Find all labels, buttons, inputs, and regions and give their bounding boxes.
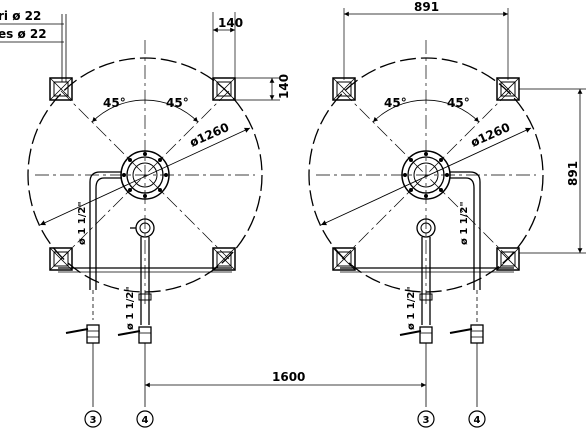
svg-text:4: 4 — [142, 415, 149, 426]
left-foot-br — [212, 247, 236, 271]
left-note-1: ri ø 22 — [0, 9, 41, 23]
right-pipe-3-label: ø 1 1/2" — [406, 286, 417, 330]
left-pipe-3 — [89, 171, 121, 320]
svg-text:140: 140 — [277, 74, 291, 99]
left-angle-label-a: 45° — [103, 96, 126, 110]
left-diameter-line — [39, 127, 251, 226]
right-tank-view: 45° 45° — [308, 40, 544, 428]
svg-text:140: 140 — [218, 16, 243, 30]
left-pipe-3-label: ø 1 1/2" — [77, 201, 88, 245]
svg-text:4: 4 — [474, 415, 481, 426]
left-valve-3 — [65, 324, 100, 344]
dim-891-top: 891 — [343, 0, 509, 80]
left-angle-label-b: 45° — [166, 96, 189, 110]
left-foot-bl — [49, 247, 73, 271]
right-pipe-3 — [416, 218, 436, 325]
svg-text:3: 3 — [423, 415, 430, 426]
left-note-2: es ø 22 — [0, 27, 47, 41]
marker-4-left: 4 — [136, 410, 154, 428]
left-foot-tr — [212, 77, 236, 101]
svg-text:1600: 1600 — [272, 370, 305, 384]
left-pipe-4 — [130, 218, 155, 325]
marker-3-left: 3 — [84, 410, 102, 428]
svg-text:891: 891 — [566, 161, 580, 186]
left-diameter-label: ø1260 — [188, 120, 232, 150]
left-angle-arc — [91, 99, 199, 123]
marker-3-right: 3 — [417, 410, 435, 428]
right-angle-label-b: 45° — [447, 96, 470, 110]
right-foot-tr — [496, 77, 520, 101]
right-pipe-4-label: ø 1 1/2" — [459, 201, 470, 245]
svg-text:3: 3 — [90, 415, 97, 426]
dim-140-height: 140 — [235, 74, 291, 101]
right-foot-tl — [332, 77, 356, 101]
left-pipe-4-label: ø 1 1/2" — [125, 286, 136, 330]
dim-140-width: 140 — [212, 12, 243, 78]
right-angle-label-a: 45° — [384, 96, 407, 110]
svg-text:891: 891 — [414, 0, 439, 14]
right-foot-br — [496, 247, 520, 271]
left-tank-view: 45° 45° — [27, 40, 263, 428]
left-foot-tl — [49, 77, 73, 101]
right-foot-bl — [332, 247, 356, 271]
marker-4-right: 4 — [468, 410, 486, 428]
right-diameter-label: ø1260 — [469, 120, 513, 150]
right-pipe-4 — [450, 171, 481, 325]
right-valve-4 — [449, 324, 484, 344]
dim-891-right: 891 — [519, 88, 586, 254]
dim-1600: 1600 — [145, 370, 426, 388]
